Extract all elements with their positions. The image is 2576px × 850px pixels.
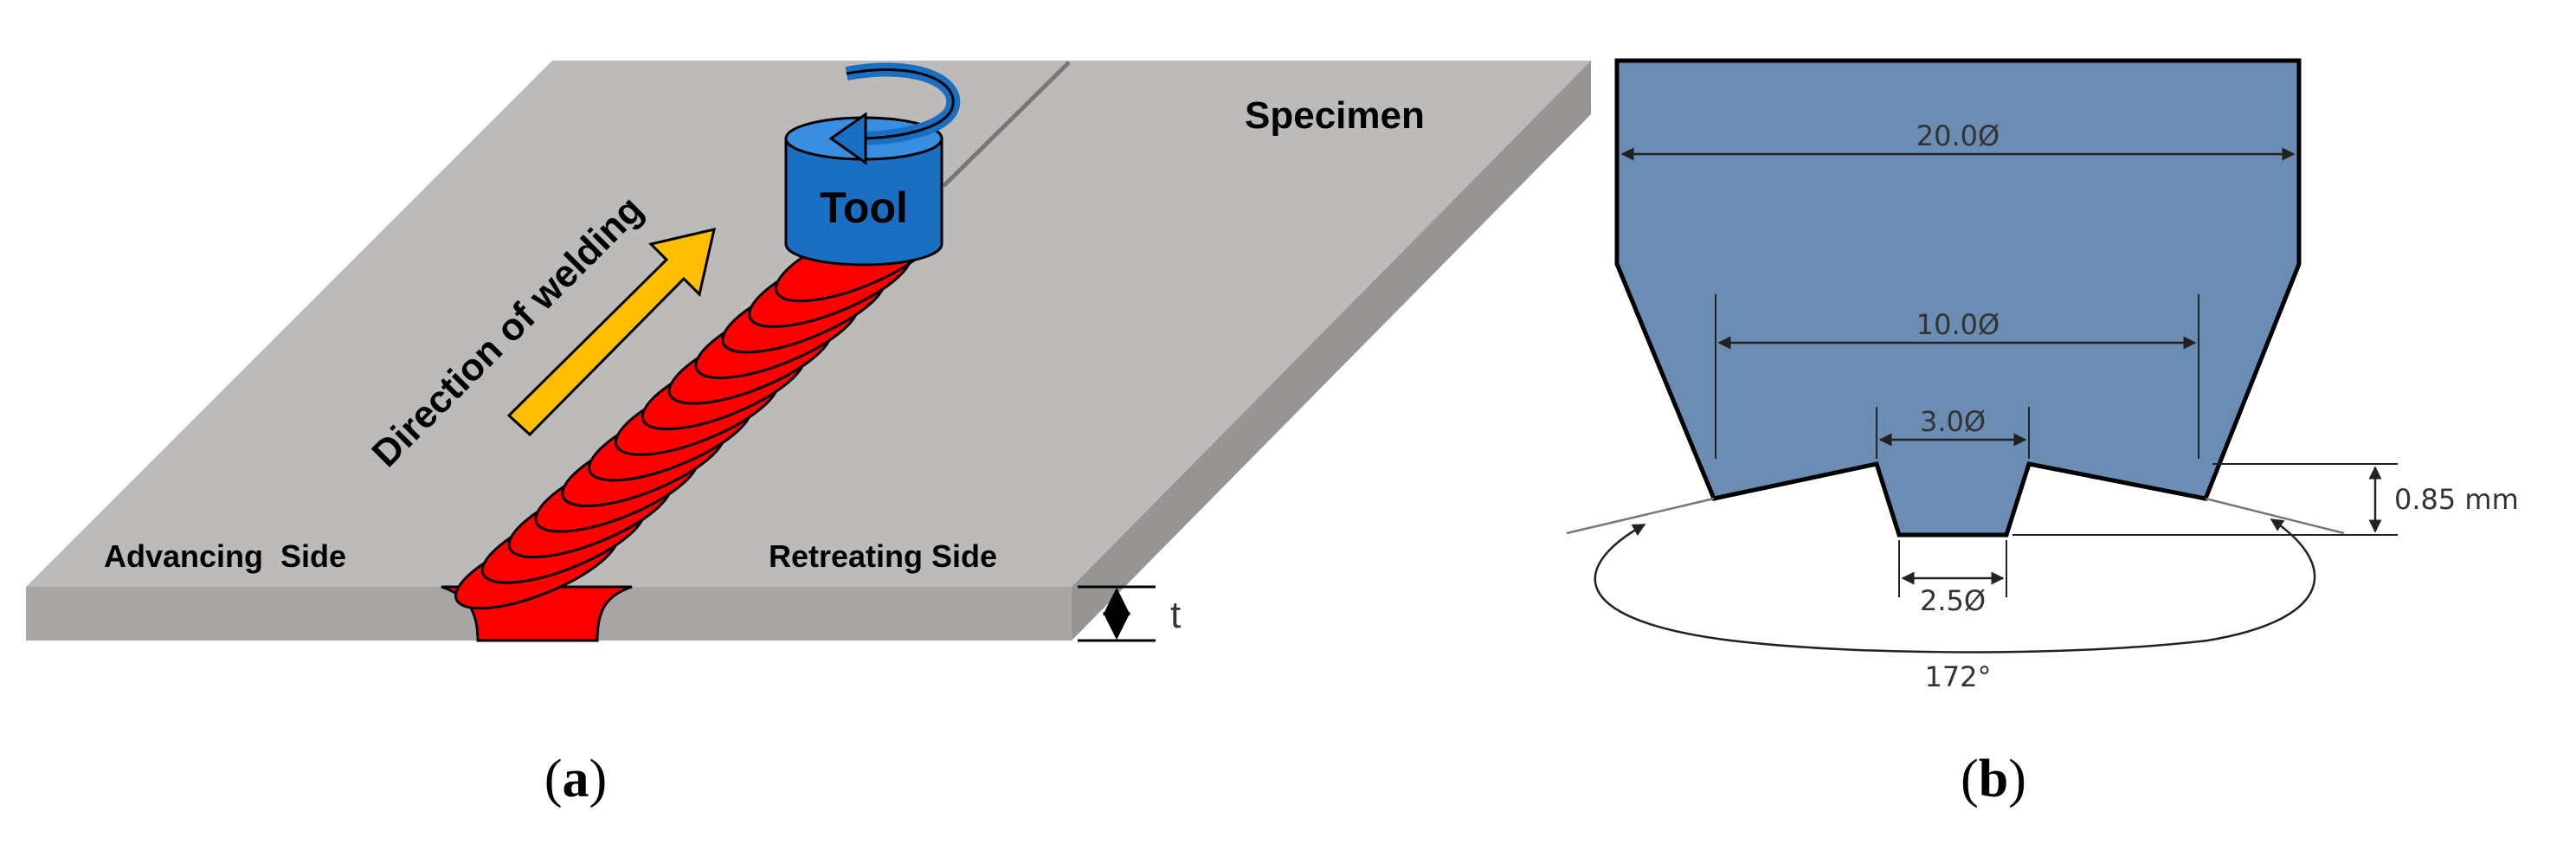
- dim-mid-label: 10.0Ø: [1916, 308, 2000, 341]
- thickness-label: t: [1170, 594, 1181, 636]
- caption-b: (b): [1961, 750, 2026, 808]
- dim-pin-bottom: 2.5Ø: [1898, 540, 2007, 617]
- specimen-label: Specimen: [1245, 94, 1425, 137]
- concave-ref-line-right: [2205, 497, 2345, 535]
- dim-shoulder-label: 20.0Ø: [1916, 119, 2000, 152]
- caption-a: (a): [544, 750, 607, 808]
- dim-angle-label: 172°: [1924, 660, 1991, 693]
- panel-a: Tool Direction of welding Specimen Advan…: [26, 61, 1591, 808]
- dim-pin-top-label: 3.0Ø: [1920, 405, 1986, 438]
- dim-shoulder: 20.0Ø: [1620, 119, 2296, 161]
- plate-right-face: [1072, 61, 1591, 641]
- dim-angle: 172°: [1594, 518, 2316, 693]
- dim-pin-top: 3.0Ø: [1876, 405, 2030, 459]
- plate-seam-line: [942, 61, 1071, 188]
- panel-b: 20.0Ø 10.0Ø 3.0Ø 2.5Ø 0.85 m: [1566, 58, 2519, 808]
- dim-mid: 10.0Ø: [1715, 294, 2199, 459]
- dim-depth-label: 0.85 mm: [2394, 483, 2519, 516]
- direction-arrow-icon: [506, 227, 716, 437]
- advancing-side-label: Advancing Side: [104, 538, 346, 574]
- retreating-side-label: Retreating Side: [769, 538, 997, 574]
- thickness-dimension: t: [1078, 585, 1181, 642]
- dim-pin-bottom-label: 2.5Ø: [1920, 584, 1986, 617]
- concave-ref-line-left: [1566, 497, 1715, 535]
- rotation-arrow-icon: [828, 62, 961, 165]
- tool-label: Tool: [820, 184, 908, 232]
